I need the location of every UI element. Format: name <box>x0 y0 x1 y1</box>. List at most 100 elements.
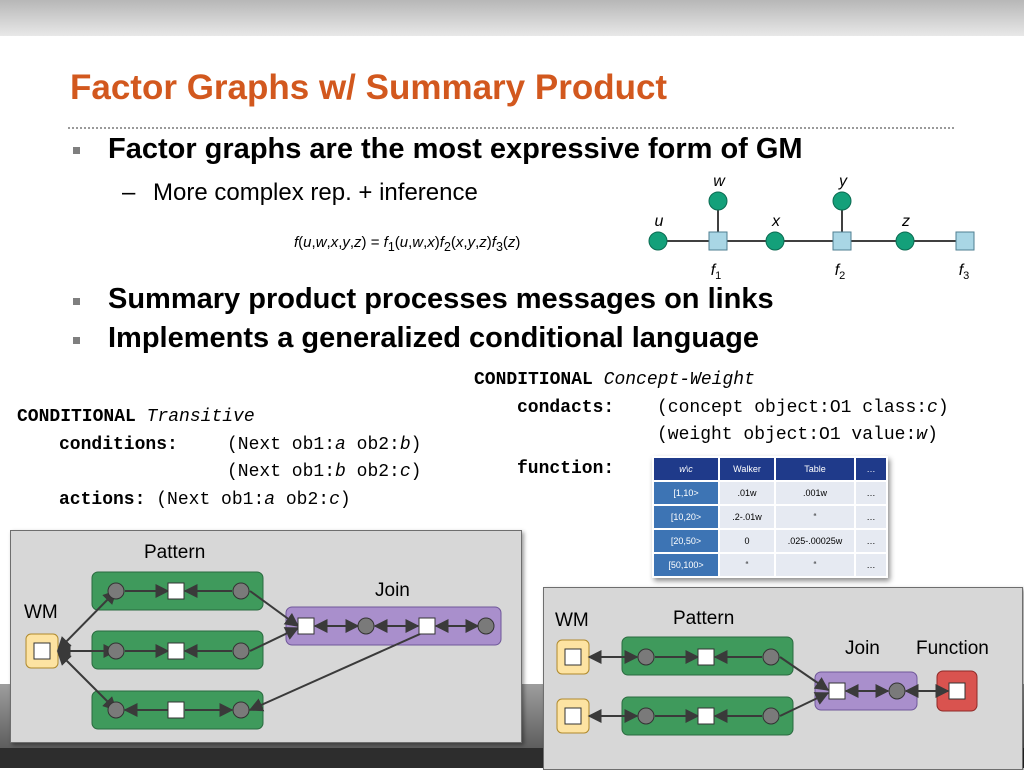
table-row: [1,10> .01w .001w … <box>654 482 886 504</box>
left-wm-label: WM <box>24 602 58 623</box>
title-divider <box>68 127 954 129</box>
table-cell: .2-.01w <box>720 506 774 528</box>
var-label-y: y <box>838 173 848 190</box>
left-pattern-label: Pattern <box>144 542 206 563</box>
left-join-factor-node <box>418 617 436 635</box>
table-row: [20,50> 0 .025-.00025w … <box>654 530 886 552</box>
top-band <box>0 0 1024 36</box>
right-pattern-label: Pattern <box>673 608 735 629</box>
left-var-node <box>107 642 125 660</box>
left-join-label: Join <box>375 580 410 601</box>
left-var-node <box>232 582 250 600</box>
table-column-header: Walker <box>720 458 774 480</box>
transitive-conditions-label: conditions: <box>59 435 178 455</box>
var-label-w: w <box>713 173 726 190</box>
left-join-factor-node <box>297 617 315 635</box>
transitive-condition-1: (Next ob1:a ob2:b) <box>227 435 422 455</box>
left-wm-to-pattern-3 <box>57 651 117 711</box>
factor-node-f2 <box>832 231 852 251</box>
table-cell: … <box>856 482 886 504</box>
subbullet-1: More complex rep. + inference <box>153 179 478 206</box>
right-factor-node <box>697 648 715 666</box>
transitive-condition-2: (Next ob1:b ob2:c) <box>227 462 422 482</box>
right-function-label: Function <box>916 638 989 659</box>
table-header-row: w\c Walker Table … <box>654 458 886 480</box>
factor-label-f2: f2 <box>835 262 846 282</box>
table-cell: .001w <box>776 482 854 504</box>
right-var-node <box>637 648 655 666</box>
right-factor-node <box>697 707 715 725</box>
right-join-label: Join <box>845 638 880 659</box>
variable-node-w <box>708 191 728 211</box>
left-join-var-node <box>477 617 495 635</box>
left-factor-node <box>167 701 185 719</box>
right-function-factor-node <box>948 682 966 700</box>
var-label-u: u <box>655 213 664 230</box>
factor-label-f1: f1 <box>711 262 722 282</box>
table-cell: “ <box>776 506 854 528</box>
table-cell: .01w <box>720 482 774 504</box>
right-join-var-node <box>888 682 906 700</box>
bullet-2: Summary product processes messages on li… <box>108 283 774 315</box>
concept-weight-condacts-label: condacts: <box>517 398 615 418</box>
left-var-node <box>232 642 250 660</box>
table-corner: w\c <box>654 458 718 480</box>
slide-title: Factor Graphs w/ Summary Product <box>70 68 668 107</box>
table-row: [50,100> “ “ … <box>654 554 886 576</box>
table-cell: 0 <box>720 530 774 552</box>
concept-weight-function-label: function: <box>517 459 615 479</box>
table-row-header: [50,100> <box>654 554 718 576</box>
right-join-factor-node <box>828 682 846 700</box>
table-cell: “ <box>776 554 854 576</box>
variable-node-x <box>765 231 785 251</box>
table-cell: … <box>856 530 886 552</box>
right-wm-factor-node <box>564 707 582 725</box>
left-p2-to-join <box>249 627 300 652</box>
concept-weight-header: CONDITIONAL Concept-Weight <box>474 370 755 390</box>
table-row: [10,20> .2-.01w “ … <box>654 506 886 528</box>
right-wm-label: WM <box>555 610 589 631</box>
variable-node-y <box>832 191 852 211</box>
concept-weight-condact-1: (concept object:O1 class:c) <box>657 398 949 418</box>
left-p3-to-join <box>248 633 421 712</box>
right-var-node <box>762 648 780 666</box>
left-wm-to-pattern-1 <box>57 590 117 651</box>
left-wm-factor-node <box>33 642 51 660</box>
right-p1-to-join <box>779 656 830 691</box>
bullet-1: Factor graphs are the most expressive fo… <box>108 133 803 165</box>
left-factor-node <box>167 642 185 660</box>
variable-node-u <box>648 231 668 251</box>
bullet-marker <box>73 298 80 305</box>
right-var-node <box>762 707 780 725</box>
subbullet-dash: – <box>122 179 136 206</box>
var-label-z: z <box>901 213 910 230</box>
table-column-header: … <box>856 458 886 480</box>
transitive-actions: actions: (Next ob1:a ob2:c) <box>59 490 351 510</box>
table-cell: .025-.00025w <box>776 530 854 552</box>
left-var-node <box>107 582 125 600</box>
variable-node-z <box>895 231 915 251</box>
factorization-formula: f(u,w,x,y,z) = f1(u,w,x)f2(x,y,z)f3(z) <box>294 234 521 254</box>
bullet-marker <box>73 147 80 154</box>
table-row-header: [1,10> <box>654 482 718 504</box>
factor-node-f3 <box>955 231 975 251</box>
transitive-header: CONDITIONAL Transitive <box>17 407 255 427</box>
bullet-3: Implements a generalized conditional lan… <box>108 322 760 354</box>
left-var-node <box>107 701 125 719</box>
right-var-node <box>637 707 655 725</box>
right-wm-factor-node <box>564 648 582 666</box>
factor-node-f1 <box>708 231 728 251</box>
right-p2-to-join <box>779 692 830 717</box>
table-cell: … <box>856 554 886 576</box>
left-var-node <box>232 701 250 719</box>
var-label-x: x <box>771 213 781 230</box>
left-factor-node <box>167 582 185 600</box>
concept-weight-condact-2: (weight object:O1 value:w) <box>657 425 938 445</box>
table-row-header: [10,20> <box>654 506 718 528</box>
function-table: w\c Walker Table … [1,10> .01w .001w … [… <box>652 456 888 578</box>
factor-label-f3: f3 <box>959 262 970 282</box>
bullet-marker <box>73 337 80 344</box>
